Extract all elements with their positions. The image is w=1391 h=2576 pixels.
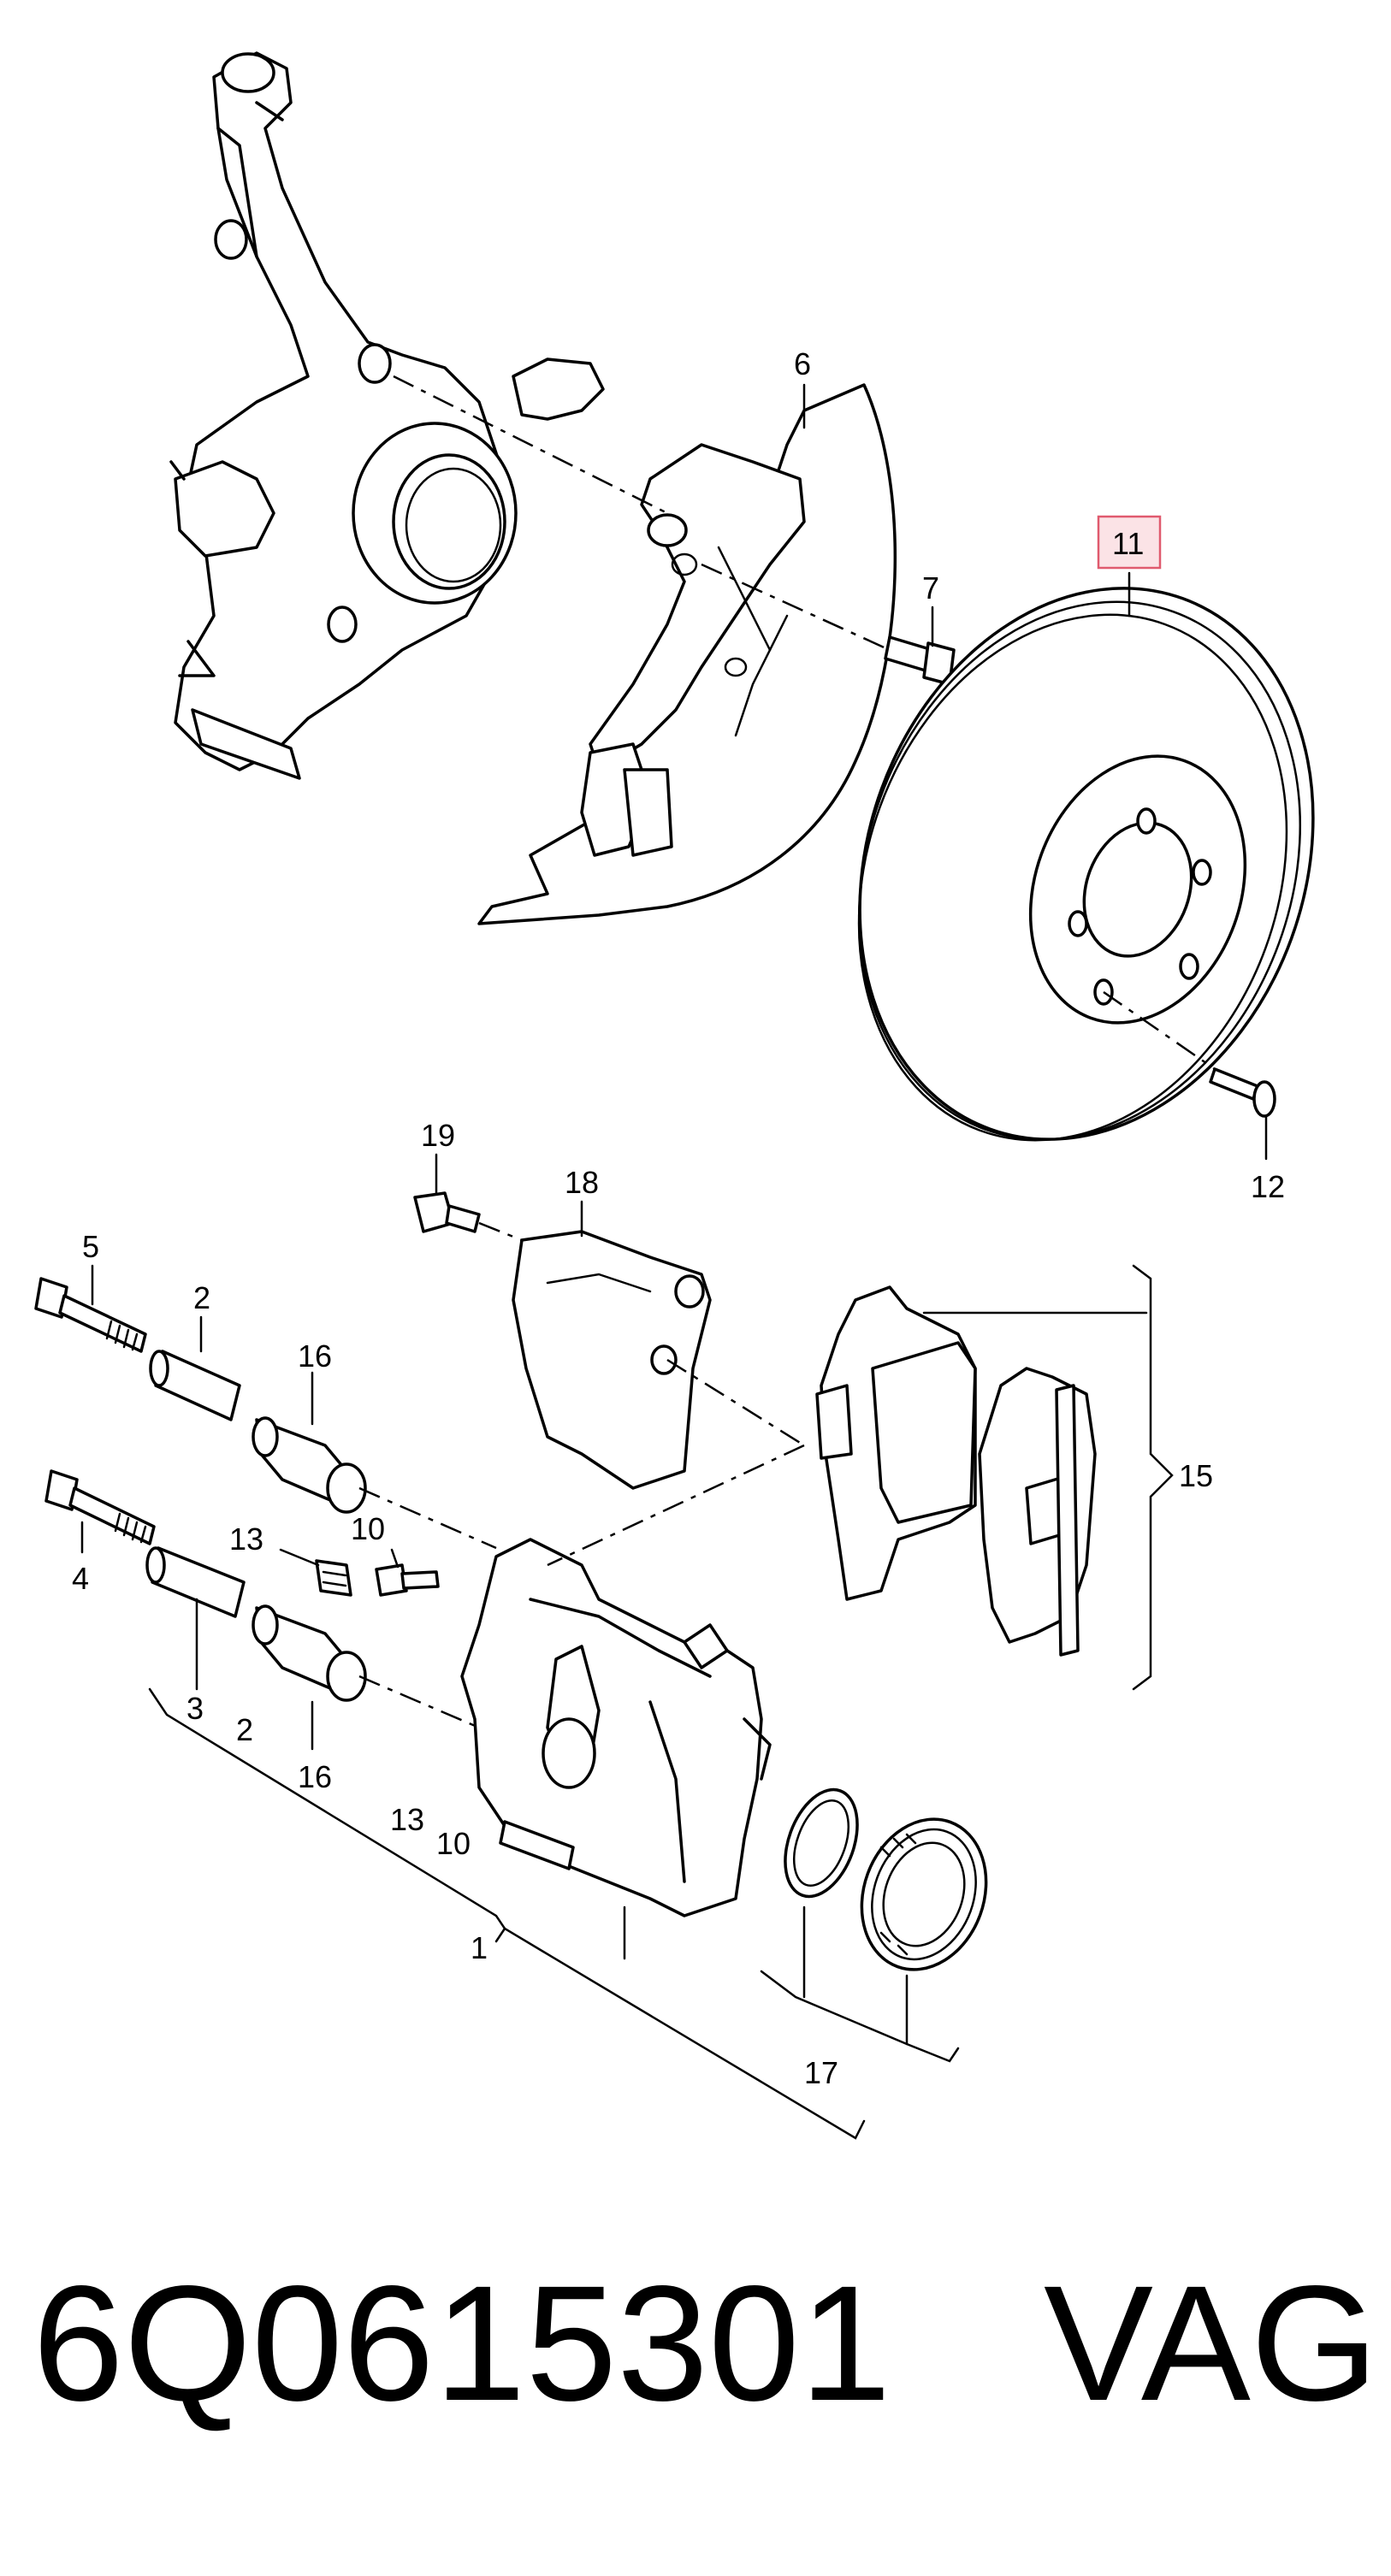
- bleed-cap-13: [315, 1559, 352, 1597]
- sleeve-upper: [149, 1350, 241, 1421]
- callout-4: 4: [72, 1561, 89, 1596]
- bolt-7: [884, 635, 956, 686]
- callout-16-lower: 16: [298, 1759, 332, 1794]
- guide-bushing-lower: [252, 1604, 367, 1702]
- guide-bolt-5: [34, 1277, 147, 1353]
- callout-labels: 6 7 11 12 19 18 5 2 16 15 13 10 4 3 2 16…: [72, 346, 1285, 2090]
- brake-disc: [857, 587, 1315, 1142]
- callout-2-lower: 2: [236, 1712, 253, 1747]
- callout-11-highlight: 11: [1097, 515, 1162, 570]
- pad-spring-cover: [512, 1230, 712, 1490]
- bleed-valve-10: [375, 1563, 440, 1597]
- sleeve-lower: [145, 1546, 246, 1618]
- screw-12: [1209, 1067, 1276, 1118]
- brand-name: VAG: [1044, 2251, 1379, 2435]
- splash-shield: [477, 383, 897, 925]
- brake-pads: [815, 1285, 1097, 1657]
- brake-caliper: [460, 1538, 772, 1917]
- callout-11: 11: [1112, 526, 1144, 561]
- seal-ring: [784, 1787, 859, 1899]
- assembly-centerlines: [358, 375, 1216, 1729]
- callout-19: 19: [421, 1118, 455, 1153]
- guide-bushing-upper: [252, 1416, 367, 1514]
- callout-3: 3: [186, 1691, 204, 1726]
- callout-1: 1: [471, 1930, 488, 1965]
- callout-15: 15: [1179, 1458, 1213, 1493]
- callout-12: 12: [1251, 1169, 1285, 1204]
- callout-17: 17: [804, 2055, 838, 2090]
- bolt-19: [413, 1191, 481, 1233]
- callout-16-upper: 16: [298, 1338, 332, 1374]
- callout-5: 5: [82, 1229, 99, 1264]
- callout-10-upper: 10: [351, 1511, 385, 1546]
- callout-10-lower: 10: [436, 1826, 471, 1861]
- callout-18: 18: [565, 1165, 599, 1200]
- steering-knuckle: [169, 51, 605, 780]
- callout-2-upper: 2: [193, 1280, 210, 1315]
- guide-bolt-4: [44, 1469, 156, 1545]
- callout-13-upper: 13: [229, 1521, 263, 1557]
- piston-boot: [860, 1817, 988, 1971]
- part-number: 6Q0615301: [33, 2251, 891, 2435]
- callout-13-lower: 13: [390, 1802, 424, 1837]
- leader-lines: [80, 383, 1268, 2140]
- callout-6: 6: [794, 346, 811, 381]
- callout-7: 7: [922, 570, 939, 606]
